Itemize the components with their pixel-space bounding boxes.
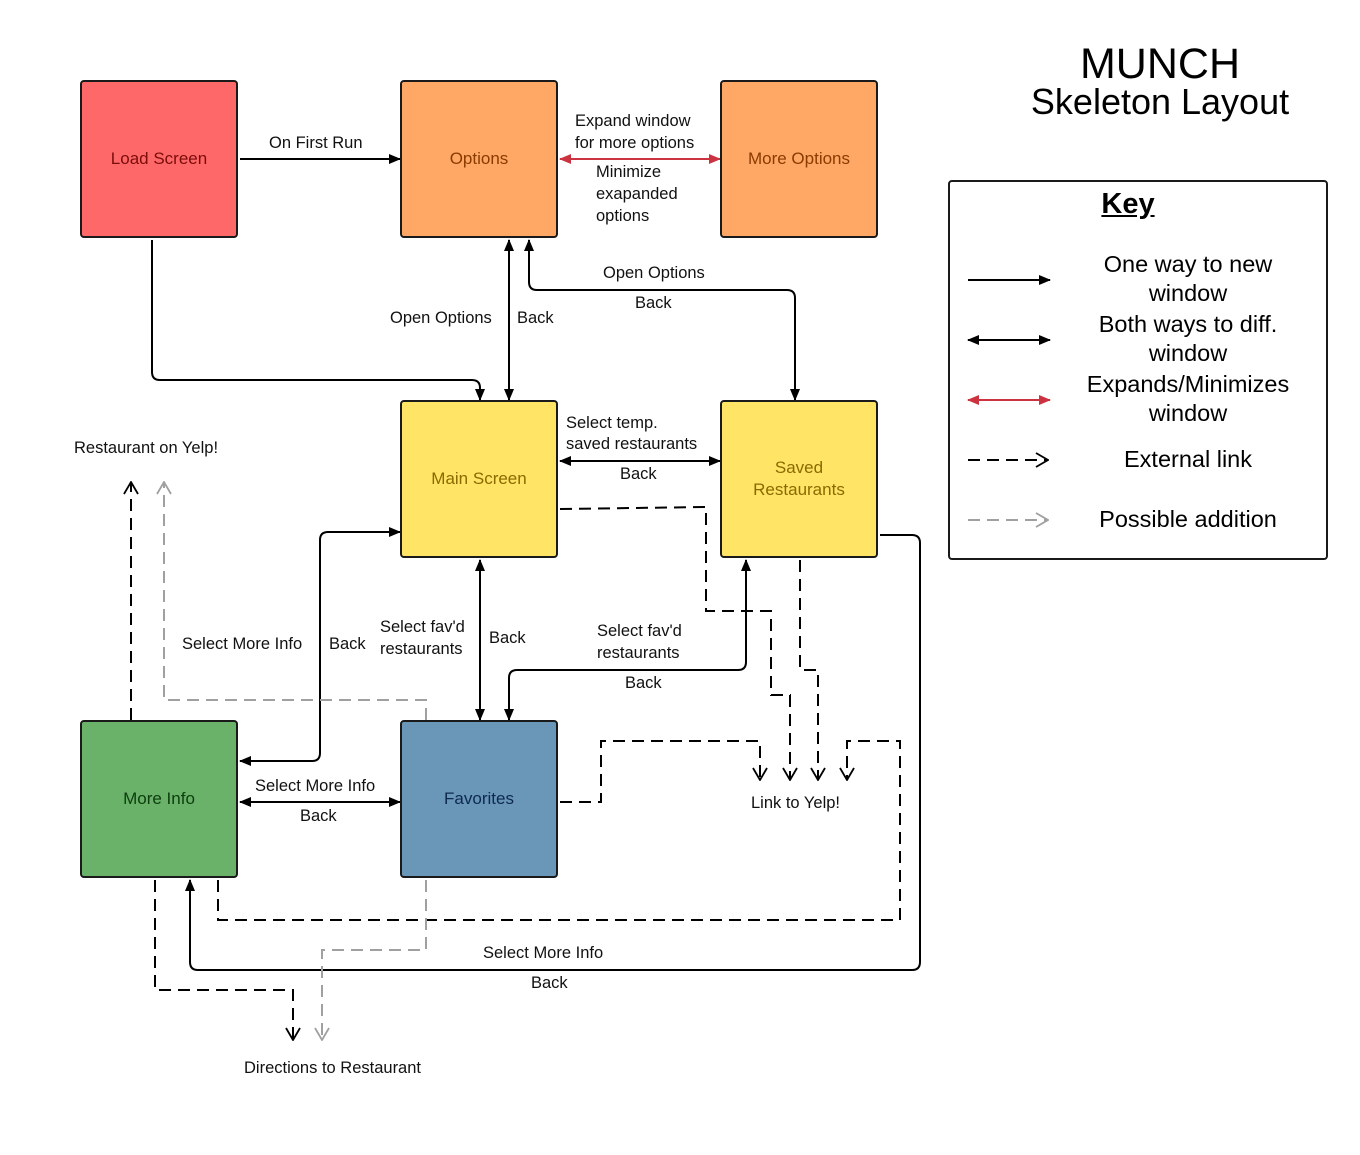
label-restaurant-on-yelp: Restaurant on Yelp!	[74, 439, 219, 457]
label-expand-1: Expand window	[575, 112, 691, 130]
options-label: Options	[449, 149, 509, 168]
key-item-both-ways-line1: Both ways to diff.	[1098, 311, 1278, 337]
label-select-more-info-mid: Select More Info	[255, 777, 376, 795]
label-back-saved-fav: Back	[625, 674, 662, 692]
label-minimize-3: options	[596, 207, 650, 225]
key-item-external-line1: External link	[1124, 446, 1252, 472]
label-select-favd2-2: restaurants	[597, 644, 680, 662]
main-screen-node: Main Screen	[400, 400, 558, 558]
label-back-more-info-left: Back	[329, 635, 366, 653]
edge-saved-moreinfo	[185, 534, 921, 971]
label-back-mid: Back	[300, 807, 337, 825]
label-select-more-info-bottom: Select More Info	[483, 944, 604, 962]
load-screen-node: Load Screen	[80, 80, 238, 238]
key-item-expand-line2: window	[1148, 400, 1228, 426]
label-back-main-fav: Back	[489, 629, 526, 647]
saved-restaurants-node: Saved Restaurants	[720, 400, 878, 558]
key-item-possible-line1: Possible addition	[1099, 506, 1277, 532]
saved-restaurants-label: Saved Restaurants	[753, 458, 845, 499]
label-expand-2: for more options	[575, 134, 695, 152]
label-select-favd-2: restaurants	[380, 640, 463, 658]
label-back-options-right: Back	[635, 294, 672, 312]
ext-moreinfo-yelp-2	[217, 740, 901, 921]
diagram-subtitle: Skeleton Layout	[1030, 81, 1290, 122]
key-item-expand: Expands/Minimizes window	[1068, 370, 1308, 428]
label-open-options-left: Open Options	[390, 309, 492, 327]
key-item-both-ways: Both ways to diff. window	[1068, 310, 1308, 368]
key-item-one-way-line1: One way to new	[1103, 251, 1273, 277]
edge-saved-favorites	[504, 559, 751, 721]
possible-favorites-yelp	[164, 482, 427, 720]
label-select-temp-2: saved restaurants	[566, 435, 698, 453]
label-select-favd2-1: Select fav'd	[597, 622, 682, 640]
label-link-to-yelp: Link to Yelp!	[751, 794, 840, 812]
key-item-possible: Possible addition	[1068, 505, 1308, 534]
ext-main-yelp	[559, 505, 790, 780]
more-options-node: More Options	[720, 80, 878, 238]
label-select-temp-1: Select temp.	[566, 414, 658, 432]
more-info-label: More Info	[123, 789, 195, 808]
ext-moreinfo-directions	[154, 880, 293, 1040]
key-item-both-ways-line2: window	[1148, 340, 1228, 366]
possible-favorites-directions	[322, 880, 427, 1040]
label-select-favd-1: Select fav'd	[380, 618, 465, 636]
key-item-external: External link	[1068, 445, 1308, 474]
label-open-options-right: Open Options	[603, 264, 705, 282]
key-item-expand-line1: Expands/Minimizes	[1086, 371, 1290, 397]
favorites-label: Favorites	[444, 789, 514, 808]
key-legend	[948, 180, 1328, 560]
edge-load-to-main	[151, 240, 485, 401]
diagram-title: MUNCH	[1079, 40, 1241, 88]
label-minimize-1: Minimize	[596, 163, 662, 181]
key-title: Key	[1101, 188, 1155, 220]
load-screen-label: Load Screen	[110, 149, 208, 168]
label-minimize-2: exapanded	[596, 185, 678, 203]
main-screen-label: Main Screen	[431, 469, 527, 488]
edge-main-moreinfo	[239, 527, 401, 766]
label-on-first-run: On First Run	[269, 134, 363, 152]
ext-saved-yelp	[799, 560, 818, 780]
edge-options-saved	[524, 239, 800, 401]
key-item-one-way: One way to new window	[1068, 250, 1308, 308]
label-select-more-info-left: Select More Info	[182, 635, 303, 653]
more-options-label: More Options	[747, 149, 851, 168]
label-directions: Directions to Restaurant	[244, 1059, 421, 1077]
more-info-node: More Info	[80, 720, 238, 878]
favorites-node: Favorites	[400, 720, 558, 878]
ext-favorites-yelp	[560, 740, 760, 803]
label-back-options: Back	[517, 309, 554, 327]
options-node: Options	[400, 80, 558, 238]
key-item-one-way-line2: window	[1148, 280, 1228, 306]
label-back-bottom: Back	[531, 974, 568, 992]
label-back-saved: Back	[620, 465, 657, 483]
